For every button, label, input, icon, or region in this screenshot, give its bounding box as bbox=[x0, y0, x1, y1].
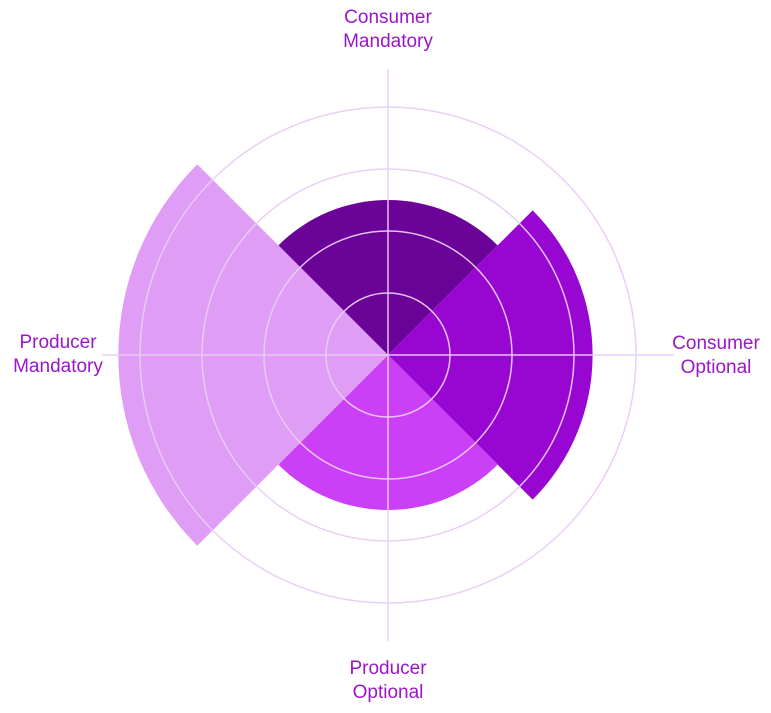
tick-line: Optional bbox=[352, 682, 424, 703]
angular-tick-consumer-optional: Consumer Optional bbox=[672, 332, 760, 380]
angular-tick-producer-mandatory: Producer Mandatory bbox=[13, 331, 103, 379]
tick-line: Producer bbox=[349, 658, 427, 679]
tick-line: Optional bbox=[680, 357, 752, 378]
tick-line: Mandatory bbox=[343, 31, 433, 52]
tick-line: Consumer bbox=[344, 7, 432, 28]
tick-line: Mandatory bbox=[13, 356, 103, 377]
angular-tick-consumer-mandatory: Consumer Mandatory bbox=[343, 6, 433, 54]
tick-line: Consumer bbox=[672, 333, 760, 354]
tick-line: Producer bbox=[19, 332, 97, 353]
angular-tick-producer-optional: Producer Optional bbox=[349, 657, 426, 705]
